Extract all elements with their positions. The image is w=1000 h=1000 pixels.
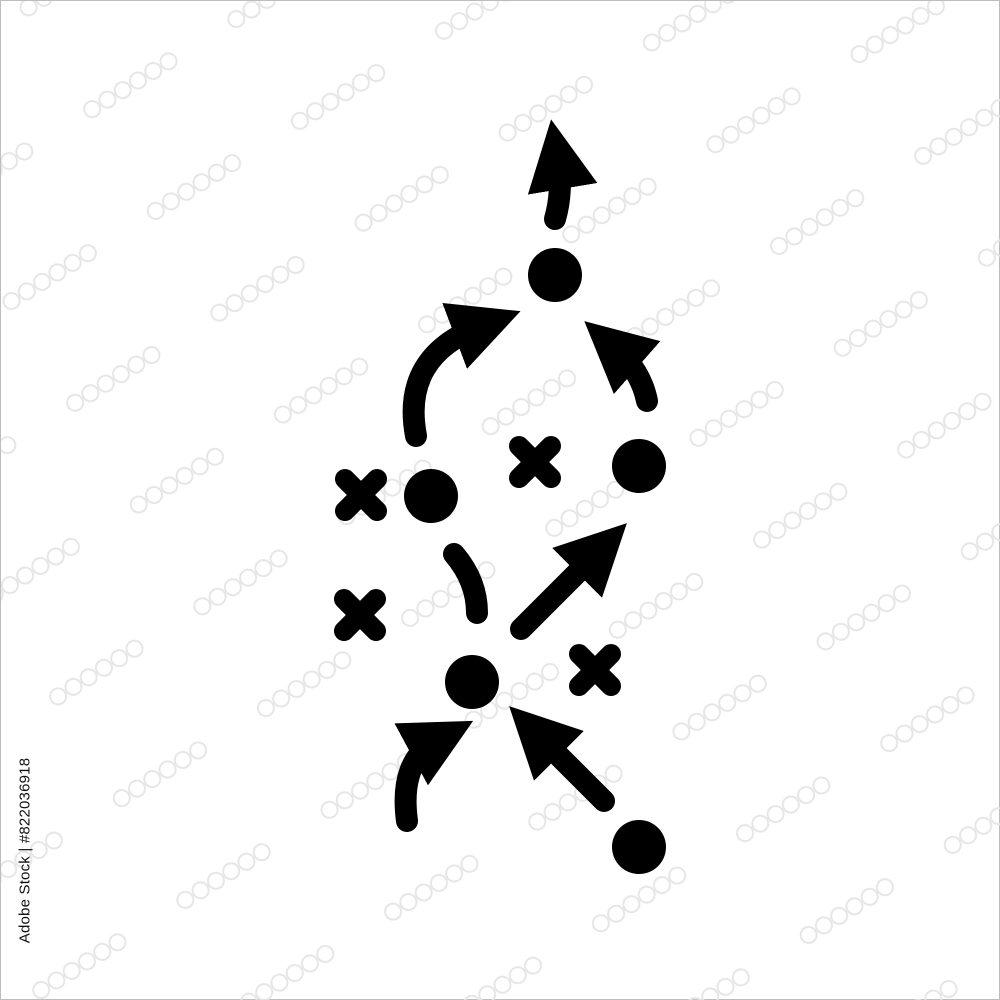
curved-arrow-icon	[402, 302, 521, 447]
diagonal-arrow-icon	[510, 523, 627, 640]
curved-arrow-icon	[394, 720, 474, 832]
player-circle	[445, 655, 499, 709]
player-circle	[612, 820, 666, 874]
stock-id-label: Adobe Stock | #822036918	[13, 757, 37, 943]
diagonal-arrow-icon	[509, 706, 615, 812]
stock-id-text: Adobe Stock | #822036918	[16, 757, 34, 943]
opponent-cross-icon	[509, 436, 561, 488]
curved-dash	[443, 543, 488, 624]
curved-arrow-icon	[584, 321, 661, 412]
player-circle	[528, 248, 582, 302]
arrow-up-icon	[527, 119, 598, 230]
player-circle	[404, 469, 458, 523]
opponent-cross-icon	[334, 589, 386, 641]
player-circle	[612, 439, 666, 493]
opponent-cross-icon	[335, 469, 387, 521]
opponent-cross-icon	[569, 644, 621, 696]
